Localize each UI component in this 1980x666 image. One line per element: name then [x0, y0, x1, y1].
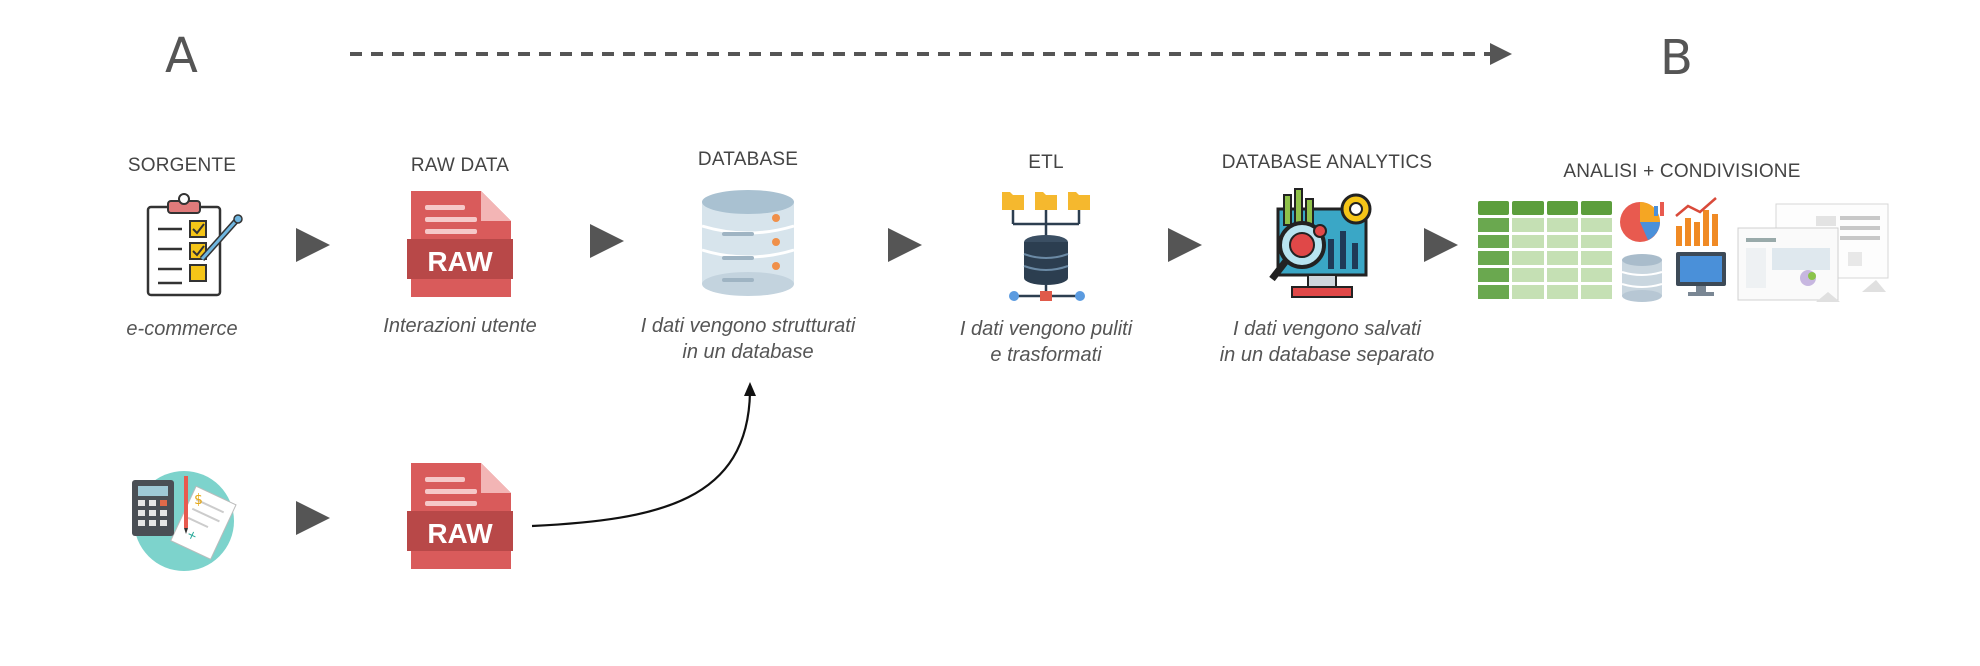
svg-text:RAW: RAW — [427, 518, 493, 549]
dashboard-screens-icon — [1737, 203, 1889, 302]
stage-caption-sorgente: e-commerce — [126, 318, 238, 340]
end-label: B — [1660, 30, 1693, 86]
stage-caption-raw-data: Interazioni utente — [383, 315, 537, 337]
raw-file-icon: RAW — [407, 191, 513, 297]
stage-title-database-analytics: DATABASE ANALYTICS — [1221, 152, 1433, 173]
bar-chart-icon — [1675, 197, 1718, 246]
flow-arrow-2 — [590, 224, 624, 258]
monitor-icon — [1676, 252, 1726, 296]
analytics-icon — [1269, 188, 1372, 298]
clipboard-checklist-icon — [146, 193, 243, 297]
flow-arrow-4 — [1168, 228, 1202, 262]
stage-title-etl: ETL — [1028, 152, 1064, 173]
flow-arrow-3 — [888, 228, 922, 262]
stage-title-sorgente: SORGENTE — [127, 155, 237, 176]
flow-arrow-bottom — [296, 501, 330, 535]
stage-caption-database: I dati vengono strutturati in un databas… — [640, 315, 856, 363]
svg-text:RAW: RAW — [427, 246, 493, 277]
small-database-icon — [1621, 254, 1663, 302]
etl-icon — [1002, 192, 1090, 301]
spreadsheet-grid — [1478, 201, 1612, 299]
stage-title-raw-data: RAW DATA — [410, 155, 510, 176]
flow-arrow-1 — [296, 228, 330, 262]
stage-caption-database-analytics: I dati vengono salvati in un database se… — [1219, 318, 1435, 366]
stage-title-analisi: ANALISI + CONDIVISIONE — [1563, 161, 1801, 182]
svg-text:$: $ — [194, 492, 203, 508]
stage-caption-etl: I dati vengono puliti e trasformati — [959, 318, 1133, 366]
accounting-icon: + $ — [132, 471, 237, 571]
flow-arrow-5 — [1424, 228, 1458, 262]
raw-file-icon-bottom: RAW — [407, 463, 513, 569]
database-icon — [701, 190, 795, 296]
pie-chart-icon — [1620, 202, 1664, 242]
start-label: A — [165, 28, 198, 84]
stage-title-database: DATABASE — [697, 149, 799, 170]
